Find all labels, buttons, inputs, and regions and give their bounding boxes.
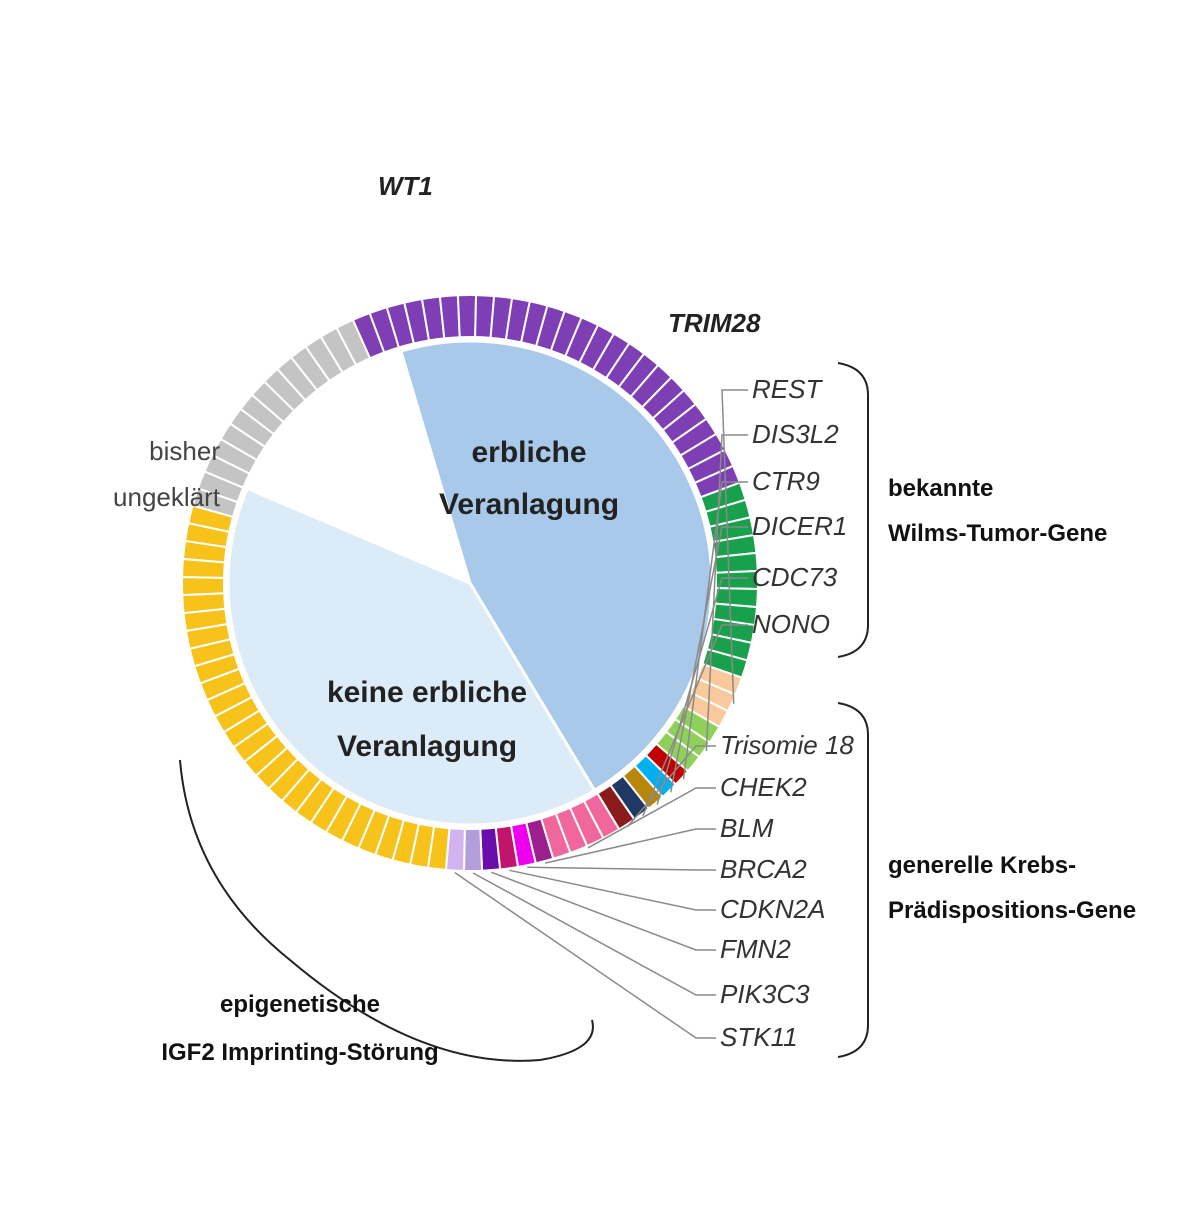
leader-line-ctr9 xyxy=(682,481,748,780)
gene-label-dis3l2: DIS3L2 xyxy=(752,419,839,449)
ring-segment-wt1 xyxy=(351,294,742,499)
hereditary-label-line2: Veranlagung xyxy=(439,488,619,521)
gene-label-pik3c3: PIK3C3 xyxy=(720,979,810,1009)
epigenetic-label-line2: IGF2 Imprinting-Störung xyxy=(161,1039,438,1066)
gene-label-stk11: STK11 xyxy=(720,1022,798,1052)
leader-line-fmn2 xyxy=(490,871,716,951)
leader-line-stk11 xyxy=(454,871,716,1039)
leader-line-blm xyxy=(544,828,716,864)
hereditary-label-line1: erbliche xyxy=(471,436,586,469)
wilms-group-label-line1: bekannte xyxy=(888,475,993,502)
ring-cell-pik3c3 xyxy=(462,827,484,872)
gene-label-nono: NONO xyxy=(752,609,830,639)
leader-line-brca2 xyxy=(527,866,716,871)
wilms-bracket xyxy=(837,362,869,658)
leader-line-dis3l2 xyxy=(705,434,748,752)
inner-slice-non-hereditary xyxy=(226,486,597,827)
leader-lines xyxy=(454,389,748,1039)
gene-label-ctr9: CTR9 xyxy=(752,466,820,496)
wt1-label: WT1 xyxy=(378,171,433,201)
outer-ring xyxy=(181,294,759,872)
inner-slice-hereditary xyxy=(398,339,714,793)
bisher-label-line2: ungeklärt xyxy=(113,482,221,512)
cancer-group-label-line2: Prädispositions-Gene xyxy=(888,897,1136,924)
ring-segment-pik3c3 xyxy=(462,827,484,872)
ring-cell-fmn2 xyxy=(479,826,502,872)
leader-line-dicer1 xyxy=(669,526,748,793)
brackets xyxy=(179,362,869,1062)
ring-segment-fmn2 xyxy=(479,826,502,872)
gene-label-dicer1: DICER1 xyxy=(752,511,847,541)
cancer-bracket xyxy=(837,702,869,1058)
ring-segment-igf2 xyxy=(181,504,451,872)
inner-pie xyxy=(226,339,714,827)
epigenetic-bracket xyxy=(179,759,594,1062)
leader-line-chek2 xyxy=(587,787,716,849)
epigenetic-label-line1: epigenetische xyxy=(220,991,380,1018)
inner-slice-unexplained xyxy=(245,349,473,586)
gene-label-trisomie18: Trisomie 18 xyxy=(720,730,854,760)
gene-label-cdkn2a: CDKN2A xyxy=(720,894,825,924)
wilms-group-label-line2: Wilms-Tumor-Gene xyxy=(888,520,1107,547)
gene-label-chek2: CHEK2 xyxy=(720,772,807,802)
cancer-group-label-line1: generelle Krebs- xyxy=(888,852,1076,879)
non-hereditary-label-line1: keine erbliche xyxy=(327,676,527,709)
leader-line-rest xyxy=(721,389,748,704)
ring-cell-wt1 xyxy=(438,294,461,340)
ring-cell-unexplained xyxy=(335,318,372,367)
gene-label-brca2: BRCA2 xyxy=(720,854,807,884)
gene-label-rest: REST xyxy=(752,374,823,404)
ring-cell-wt1 xyxy=(456,294,478,339)
ring-segment-chek2 xyxy=(539,792,621,860)
gene-label-fmn2: FMN2 xyxy=(720,934,791,964)
ring-segment-unexplained xyxy=(191,318,372,519)
gene-label-blm: BLM xyxy=(720,813,774,843)
leader-line-trisomie-18 xyxy=(627,745,716,827)
non-hereditary-label-line2: Veranlagung xyxy=(337,730,517,763)
bisher-label-line1: bisher xyxy=(149,436,220,466)
trim28-label: TRIM28 xyxy=(668,308,761,338)
ring-cell-igf2 xyxy=(181,592,227,615)
leader-line-nono xyxy=(642,624,748,817)
ring-cell-igf2 xyxy=(181,575,226,597)
leader-line-cdkn2a xyxy=(509,869,716,911)
leader-line-pik3c3 xyxy=(472,872,716,996)
gene-label-cdc73: CDC73 xyxy=(752,562,838,592)
